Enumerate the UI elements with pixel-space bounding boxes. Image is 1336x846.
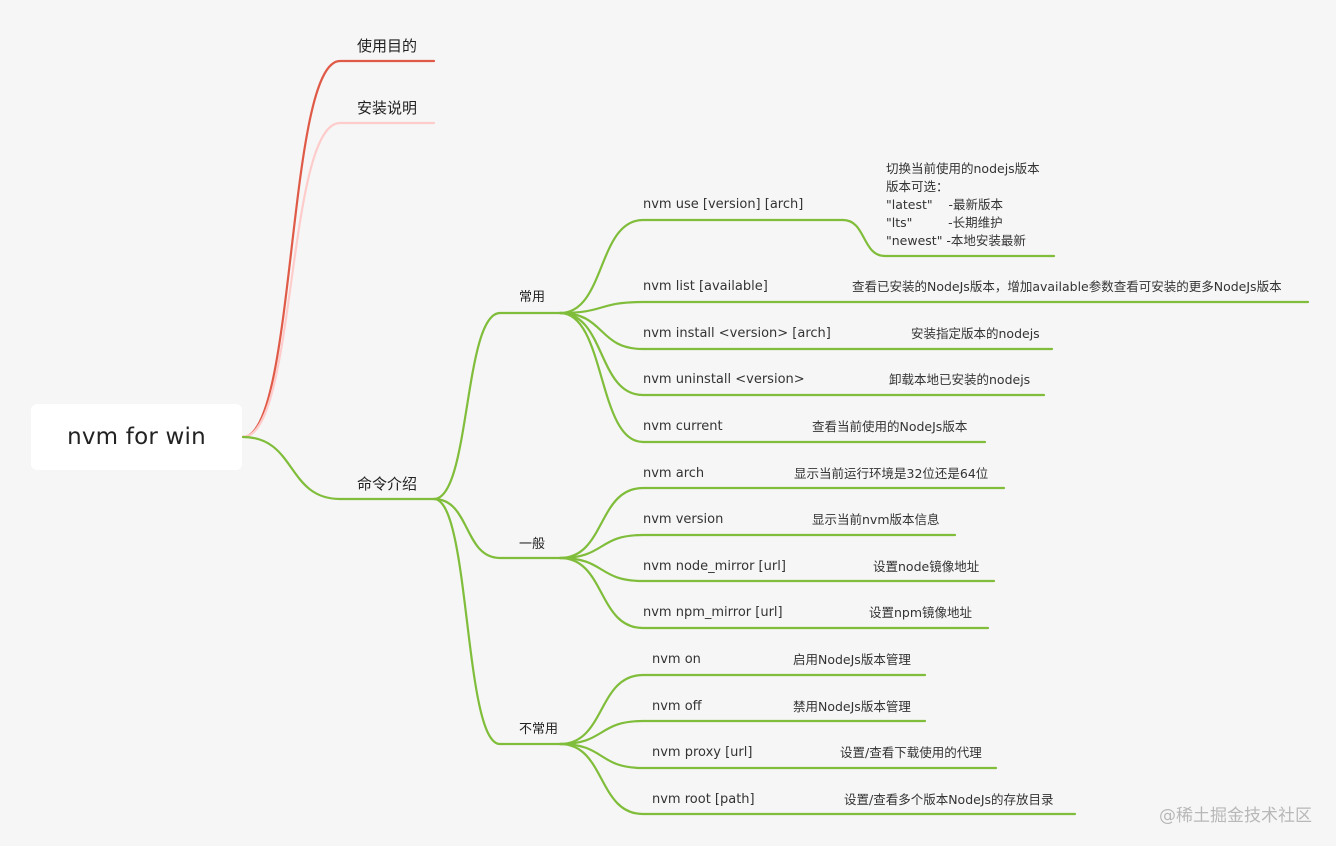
branch-purpose-label[interactable]: 使用目的 — [357, 37, 418, 55]
command-label[interactable]: nvm proxy [url] — [652, 745, 753, 760]
connector-install — [241, 121, 436, 439]
root-node[interactable]: nvm for win — [31, 404, 242, 470]
command-description: 查看当前使用的NodeJs版本 — [812, 419, 968, 434]
branch-commands-label[interactable]: 命令介绍 — [357, 475, 418, 493]
command-description: 设置npm镜像地址 — [869, 605, 973, 620]
command-description: 启用NodeJs版本管理 — [793, 652, 911, 667]
connector-command — [558, 311, 987, 444]
command-description: 安装指定版本的nodejs — [911, 326, 1040, 341]
connector-command — [558, 311, 1054, 351]
command-description: 查看已安装的NodeJs版本，增加available参数查看可安装的更多Node… — [852, 279, 1282, 294]
command-label[interactable]: nvm root [path] — [652, 792, 755, 807]
group-rare-label[interactable]: 不常用 — [519, 722, 559, 737]
command-description: 设置node镜像地址 — [873, 559, 980, 574]
connector-command — [558, 556, 990, 630]
command-label[interactable]: nvm arch — [643, 466, 705, 481]
branch-install-label[interactable]: 安装说明 — [357, 99, 418, 117]
connector-command — [558, 218, 845, 315]
command-label[interactable]: nvm off — [652, 699, 702, 714]
connector-command — [558, 311, 1046, 397]
connector-command — [558, 300, 1310, 315]
command-description: 禁用NodeJs版本管理 — [793, 699, 911, 714]
connector-command — [558, 742, 998, 770]
connector-command — [558, 719, 927, 746]
command-description: 显示当前运行环境是32位还是64位 — [794, 466, 989, 481]
connector-command — [558, 556, 996, 583]
command-label[interactable]: nvm current — [643, 419, 723, 434]
root-node-label: nvm for win — [67, 424, 206, 450]
connector-command — [558, 486, 1006, 560]
connector-group — [432, 497, 562, 560]
connector-command — [558, 742, 1077, 816]
group-general-label[interactable]: 一般 — [519, 537, 546, 552]
command-description: 显示当前nvm版本信息 — [812, 512, 940, 527]
command-description: 设置/查看多个版本NodeJs的存放目录 — [844, 792, 1054, 807]
connector-command — [558, 533, 957, 560]
command-description: 设置/查看下载使用的代理 — [840, 745, 982, 760]
command-label[interactable]: nvm node_mirror [url] — [643, 559, 786, 574]
connector-purpose — [241, 59, 436, 439]
command-label[interactable]: nvm on — [652, 652, 701, 667]
group-common-label[interactable]: 常用 — [519, 290, 546, 305]
connector-group — [432, 311, 562, 501]
connector-group — [432, 497, 562, 746]
command-label[interactable]: nvm version — [643, 512, 724, 527]
connector-description — [841, 218, 1056, 258]
connector-command — [558, 673, 927, 746]
connector-commands — [241, 435, 436, 501]
command-label[interactable]: nvm npm_mirror [url] — [643, 605, 783, 620]
command-label[interactable]: nvm list [available] — [643, 279, 768, 294]
command-label[interactable]: nvm install <version> [arch] — [643, 326, 831, 341]
command-description: 切换当前使用的nodejs版本 版本可选： "latest" -最新版本 "lt… — [886, 161, 1040, 248]
command-label[interactable]: nvm use [version] [arch] — [643, 197, 804, 212]
command-description: 卸载本地已安装的nodejs — [889, 372, 1031, 387]
watermark: @稀土掘金技术社区 — [1159, 806, 1312, 826]
command-label[interactable]: nvm uninstall <version> — [643, 372, 805, 387]
